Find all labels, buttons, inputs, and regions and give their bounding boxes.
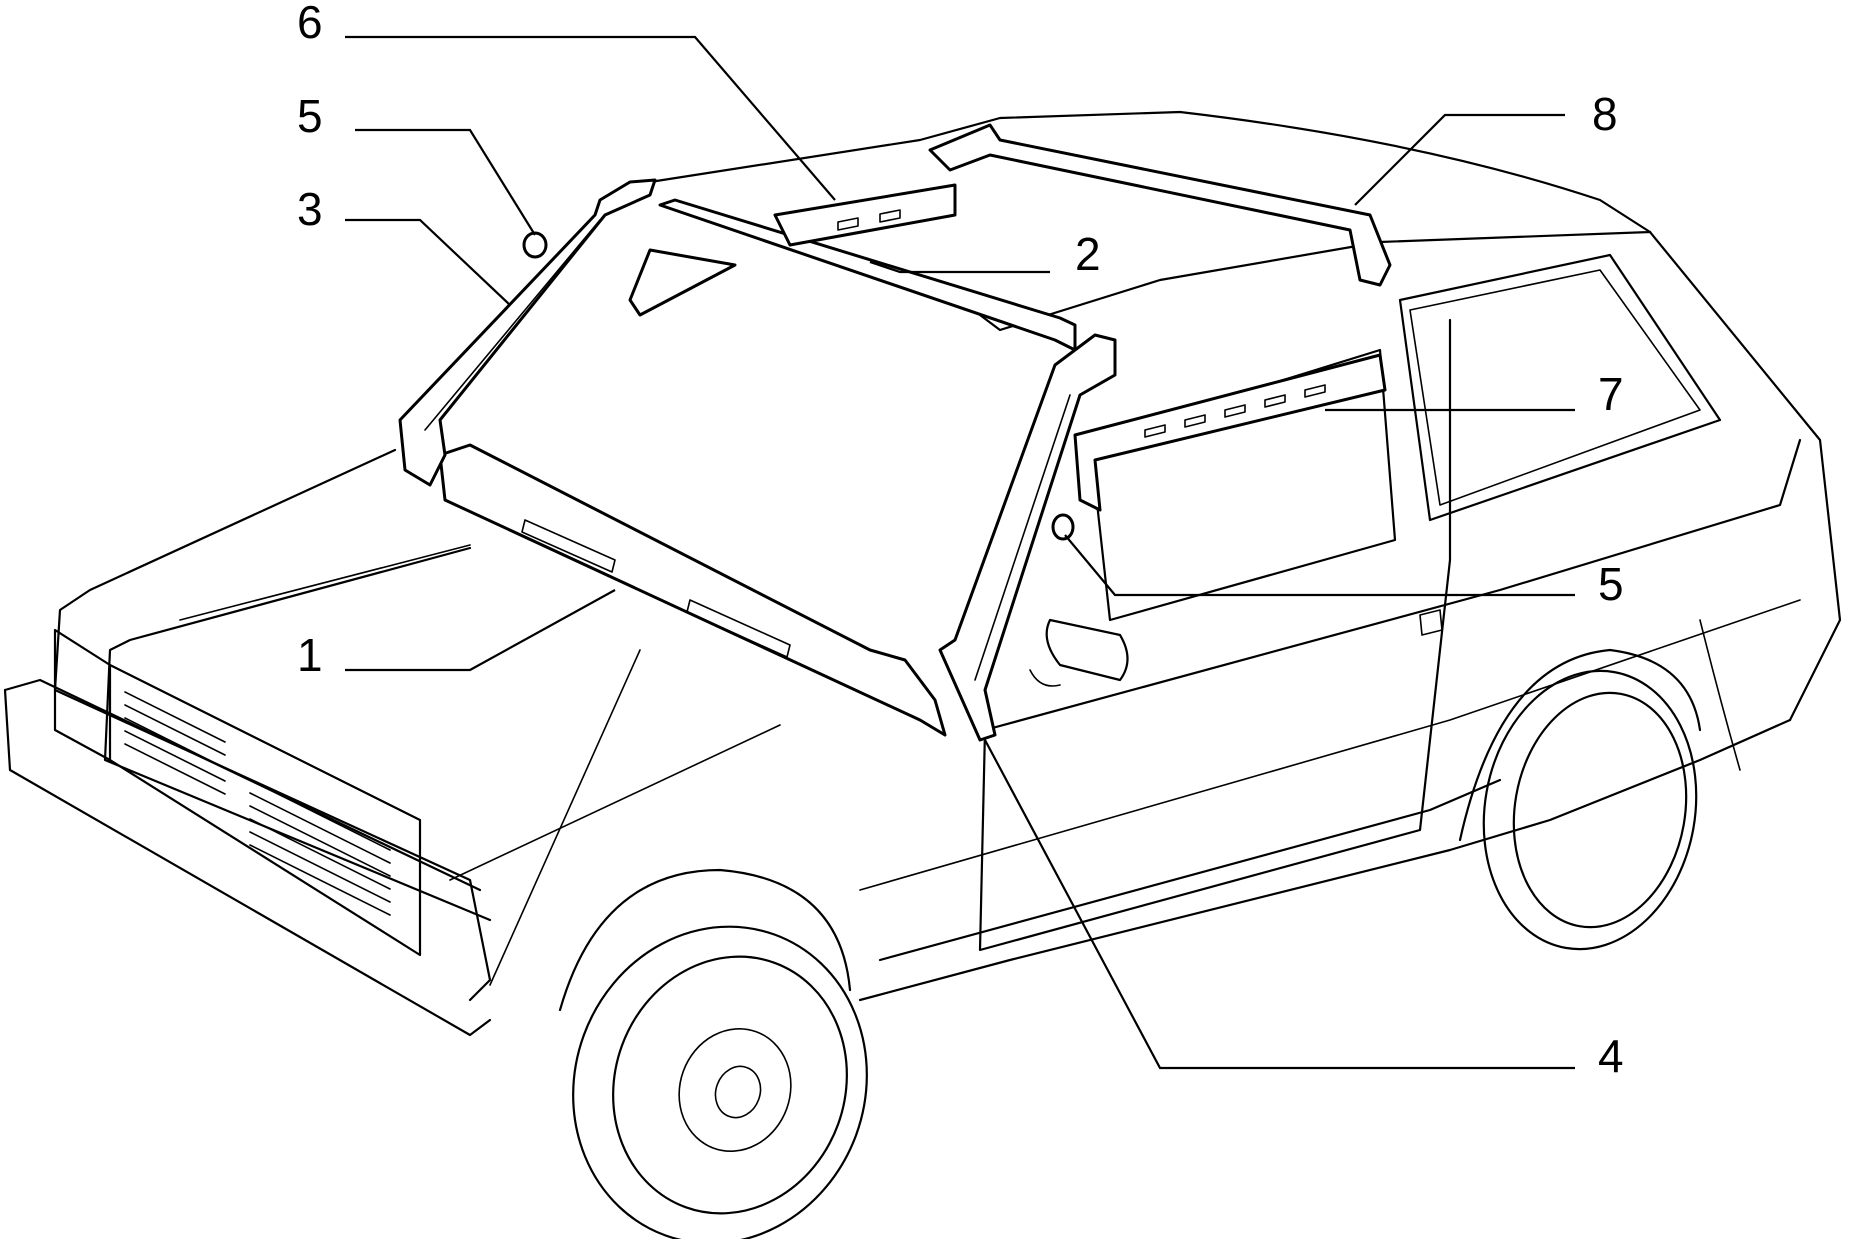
leader-8 — [1354, 113, 1565, 206]
callout-8: 8 — [1592, 88, 1618, 140]
callout-3: 3 — [297, 183, 323, 235]
callout-1: 1 — [297, 629, 323, 681]
rear-window-inner — [1409, 269, 1701, 506]
part-1-vent-left — [521, 519, 616, 573]
leader-5-side — [1064, 534, 1575, 597]
front-wheel — [572, 925, 868, 1239]
part-2-header-inner — [628, 248, 737, 317]
callout-6: 6 — [297, 0, 323, 48]
leader-5-top — [355, 128, 536, 236]
part-6-roof-rail-left — [773, 183, 957, 247]
leader-6 — [345, 35, 836, 201]
front-bumper — [3, 678, 492, 1037]
car-body-outline — [3, 110, 1842, 1239]
door-outline — [978, 318, 1452, 952]
callout-5-top: 5 — [297, 90, 323, 142]
side-mirror — [1045, 618, 1129, 682]
front-fender-arch — [558, 868, 852, 1012]
side-body-lower — [858, 718, 1792, 1002]
part-5-clip-top — [522, 231, 548, 259]
roof-outline — [648, 110, 1652, 332]
callout-labels: 6 5 3 2 8 7 5 1 4 — [297, 0, 1624, 1082]
hood-outline — [53, 448, 492, 1002]
leader-4 — [984, 739, 1575, 1070]
hood-fold — [489, 649, 641, 986]
mirror-base — [1029, 669, 1061, 687]
leader-3 — [345, 218, 511, 306]
callout-4: 4 — [1598, 1030, 1624, 1082]
part-6-slot-2 — [879, 209, 901, 223]
hood-crease-left — [179, 544, 471, 621]
part-3-left-pillar-trim — [398, 178, 657, 487]
part-3-inner-edge — [424, 219, 601, 431]
grille-slats — [124, 691, 391, 916]
part-6-slot-1 — [837, 217, 859, 231]
side-body-upper — [983, 438, 1802, 732]
part-1-vent-right — [686, 599, 791, 658]
callout-7: 7 — [1598, 368, 1624, 420]
rear-arch-line — [1699, 619, 1741, 771]
hood-edge — [103, 546, 492, 922]
part-7-slots — [1144, 384, 1326, 438]
side-crease — [859, 599, 1801, 891]
part-4-right-pillar-trim — [938, 333, 1117, 742]
rear-wheel — [1482, 669, 1698, 951]
part-8-side-roof-rail — [928, 123, 1392, 287]
door-handle — [1419, 609, 1443, 636]
headlight — [53, 628, 112, 762]
leader-2 — [869, 260, 1050, 274]
parts-group — [398, 123, 1392, 742]
grille-frame — [108, 663, 422, 957]
part-4-inner-edge — [974, 394, 1071, 681]
side-sill — [878, 778, 1502, 962]
part-2-header-trim — [658, 198, 1077, 352]
callout-5-side: 5 — [1598, 558, 1624, 610]
part-1-cowl-trim — [438, 443, 947, 737]
callout-2: 2 — [1075, 228, 1101, 280]
part-5-clip-side — [1051, 513, 1075, 541]
leader-1 — [345, 589, 616, 672]
rear-body — [1648, 230, 1842, 722]
part-7-door-top-trim — [1073, 353, 1387, 512]
hood-crease-center — [449, 724, 781, 881]
rear-window — [1398, 253, 1722, 522]
leader-lines — [345, 35, 1575, 1070]
rear-fender-arch — [1458, 648, 1702, 842]
